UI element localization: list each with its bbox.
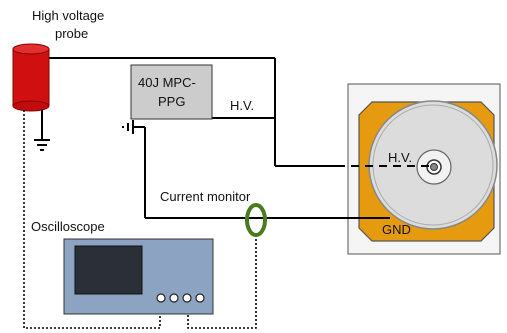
pulser-label-line1: 40J MPC-	[138, 75, 196, 90]
earth-ground-icon	[34, 139, 50, 151]
dotted-monitor-cable	[187, 235, 257, 329]
pulser-ground-icon	[122, 120, 134, 134]
oscilloscope-label: Oscilloscope	[31, 219, 105, 234]
scope-knob-1	[156, 293, 166, 303]
scope-knob-2	[169, 293, 179, 303]
scope-screen	[74, 245, 143, 295]
high-voltage-probe	[12, 43, 50, 112]
dotted-probe-cable	[23, 110, 161, 329]
probe-label-line2: probe	[55, 26, 88, 41]
electrode-center-dot	[430, 163, 438, 171]
scope-knob-4	[195, 293, 205, 303]
pulser-label-line2: PPG	[158, 94, 185, 109]
oscilloscope	[63, 238, 214, 315]
probe-label-line1: High voltage	[32, 8, 104, 23]
pulser-box	[130, 64, 213, 120]
chamber-hv-label: H.V.	[388, 150, 412, 165]
wiring	[41, 57, 430, 219]
hv-output-label: H.V.	[230, 98, 254, 113]
toroid-ring-icon	[245, 203, 267, 237]
chamber-gnd-label: GND	[382, 222, 411, 237]
scope-knob-3	[182, 293, 192, 303]
current-monitor-label: Current monitor	[160, 189, 251, 204]
signal-cables	[23, 110, 257, 329]
